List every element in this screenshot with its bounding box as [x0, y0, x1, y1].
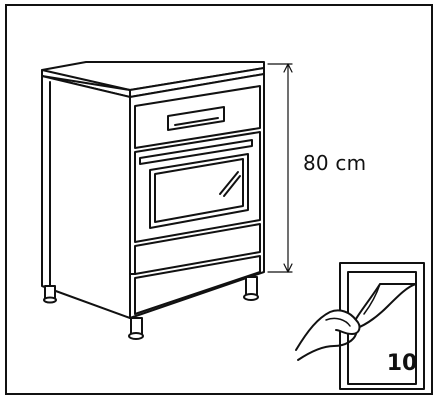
page-reference-number: 10 — [386, 351, 418, 376]
height-label: 80 cm — [303, 151, 367, 175]
height-dimension-line — [267, 63, 293, 273]
oven-handle — [139, 139, 253, 165]
oven-control-panel — [134, 85, 261, 149]
page-turn-icon — [295, 262, 425, 390]
oven-window — [149, 153, 249, 229]
drawer-front — [134, 223, 261, 275]
cabinet-side-panel — [41, 75, 131, 319]
drawer-lower — [134, 255, 261, 315]
figure-frame — [5, 4, 433, 395]
oven-door — [134, 131, 261, 243]
